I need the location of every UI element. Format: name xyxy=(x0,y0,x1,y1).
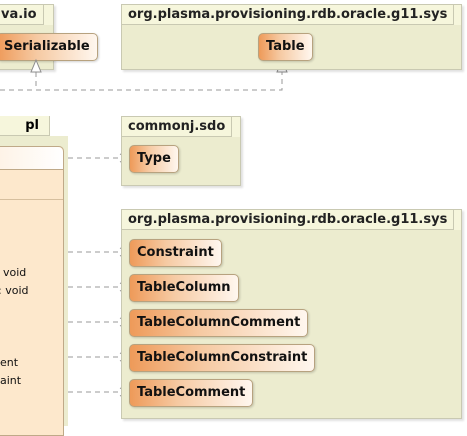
class-tablecolumn[interactable]: TableColumn xyxy=(129,274,239,302)
package-title: pl xyxy=(0,116,50,136)
impl-member: : void xyxy=(0,284,29,297)
impl-class-divider xyxy=(0,199,63,200)
package-title: va.io xyxy=(0,5,44,25)
package-title: org.plasma.provisioning.rdb.oracle.g11.s… xyxy=(122,210,455,230)
class-tablecolumnconstraint[interactable]: TableColumnConstraint xyxy=(129,344,316,372)
class-tablecomment[interactable]: TableComment xyxy=(129,379,254,407)
realization-line-table xyxy=(0,72,283,91)
package-impl: pl void : void ent aint xyxy=(0,116,68,436)
triangle-serializable xyxy=(30,58,42,73)
class-serializable[interactable]: Serializable xyxy=(0,33,98,61)
package-title: commonj.sdo xyxy=(122,117,233,137)
class-type[interactable]: Type xyxy=(129,145,179,173)
impl-member: ent xyxy=(0,356,19,369)
class-tablecolumncomment[interactable]: TableColumnComment xyxy=(129,309,309,337)
package-rdb-top: org.plasma.provisioning.rdb.oracle.g11.s… xyxy=(121,4,462,70)
impl-class-box[interactable] xyxy=(0,146,64,436)
impl-member: void xyxy=(3,266,27,279)
impl-member: aint xyxy=(0,374,22,387)
class-table[interactable]: Table xyxy=(258,33,313,61)
impl-class-header xyxy=(0,147,63,170)
class-constraint[interactable]: Constraint xyxy=(129,239,222,267)
package-title: org.plasma.provisioning.rdb.oracle.g11.s… xyxy=(122,5,455,25)
